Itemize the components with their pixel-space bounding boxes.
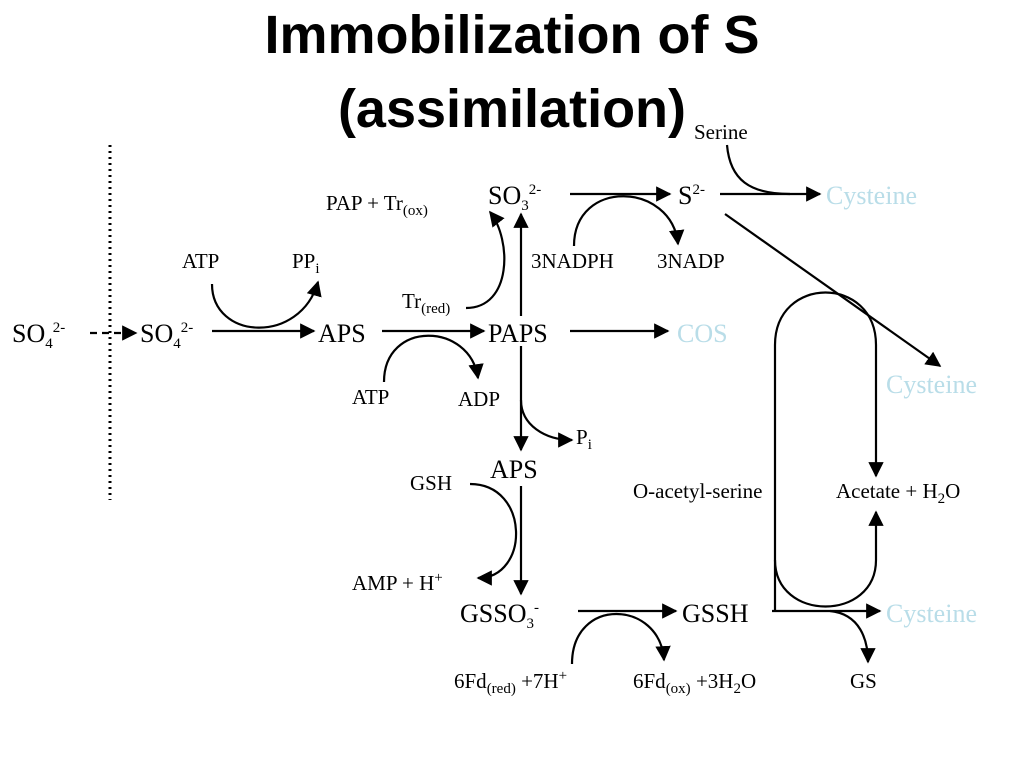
- acetate-label: Acetate + H2O: [836, 479, 960, 507]
- sulfite-node: SO32-: [488, 181, 541, 214]
- atp-ppi-curve: [210, 280, 322, 329]
- fd-ox-label: 6Fd(ox) +3H2O: [633, 669, 756, 697]
- nadph-label: 3NADPH: [531, 249, 614, 273]
- nadp-label: 3NADP: [657, 249, 725, 273]
- cos-node: COS: [677, 319, 728, 348]
- atp-top-label: ATP: [182, 249, 219, 273]
- gsh-label: GSH: [410, 471, 452, 495]
- title-line-1: Immobilization of S: [264, 5, 760, 65]
- aps-lower-node: APS: [490, 455, 538, 484]
- cysteine-top: Cysteine: [826, 181, 917, 210]
- sulfide-to-cysteine-mid-arrow: [724, 213, 942, 367]
- aps-node: APS: [318, 319, 366, 348]
- pi-label: Pi: [576, 425, 592, 453]
- cysteine-middle: Cysteine: [886, 370, 977, 399]
- cysteine-bottom: Cysteine: [886, 599, 977, 628]
- gs-label: GS: [850, 669, 877, 693]
- atp-adp-curve: [382, 334, 484, 383]
- gsso3-node: GSSO3-: [460, 599, 539, 632]
- serine-label: Serine: [694, 120, 748, 144]
- o-acetyl-serine-label: O-acetyl-serine: [633, 479, 762, 503]
- acetyl-cycle-loop: [773, 291, 884, 611]
- tr-red-label: Tr(red): [402, 289, 450, 317]
- sulfate-inside: SO42-: [140, 319, 193, 352]
- sulfate-outside: SO42-: [12, 319, 65, 352]
- paps-node: PAPS: [488, 319, 548, 348]
- fd-curve: [570, 613, 671, 665]
- fd-red-label: 6Fd(red) +7H+: [454, 668, 567, 697]
- gssh-node: GSSH: [682, 599, 749, 628]
- adp-label: ADP: [458, 387, 500, 411]
- pi-release-curve: [519, 399, 574, 448]
- amp-label: AMP + H+: [352, 570, 443, 595]
- gs-release-curve: [829, 609, 876, 664]
- tr-red-pap-curve: [465, 210, 506, 310]
- serine-curve: [725, 144, 791, 196]
- gsh-amp-curve: [469, 482, 518, 586]
- sulfide-node: S2-: [678, 181, 705, 210]
- title-line-2: (assimilation): [337, 79, 687, 139]
- acetate-cycle-return: [773, 510, 884, 608]
- atp-bottom-label: ATP: [352, 385, 389, 409]
- ppi-label: PPi: [292, 249, 320, 277]
- nadph-nadp-curve: [572, 195, 685, 247]
- pap-tr-ox-label: PAP + Tr(ox): [326, 191, 428, 219]
